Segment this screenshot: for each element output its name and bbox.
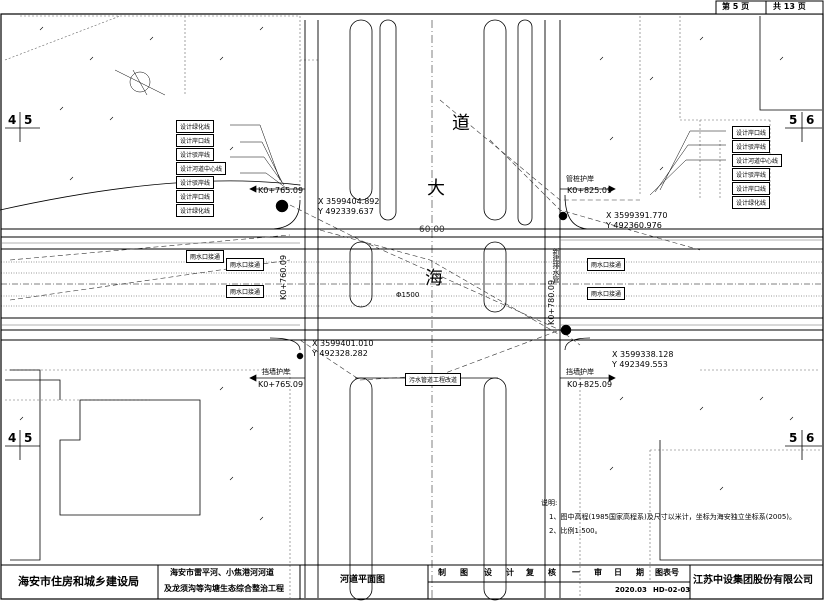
role-ji: 计: [506, 568, 514, 577]
coord-sw-y: Y 492328.282: [312, 349, 368, 358]
station-vertical-right: K0+780.09: [547, 279, 556, 325]
legend-left-item: 设计岸口线: [176, 134, 215, 147]
coord-ne-x: X 3599391.770: [606, 211, 668, 220]
note-1: 1、图中高程(1985国家高程系)及尺寸以米计，坐标为海安独立坐标系(2005)…: [549, 513, 797, 521]
legend-left-item: 设计岸口线: [176, 190, 215, 203]
match-mark-left-b: 5: [24, 113, 33, 127]
pipe-diameter: Φ1500: [396, 291, 420, 299]
legend-left-item: 设计驳岸线: [176, 176, 215, 189]
legend-left-item: 设计河道中心线: [176, 162, 227, 175]
role-tubiaohao: 图表号: [655, 568, 679, 577]
legend-right-item: 设计岸口线: [732, 126, 771, 139]
legend-left-item: 设计绿化线: [176, 120, 215, 133]
chainage-ne: K0+825.09: [567, 186, 613, 195]
chainage-sw: K0+765.09: [258, 380, 304, 389]
note-2: 2、比例1:500。: [549, 527, 602, 535]
outlet-label-4: 雨水口接通: [587, 258, 626, 271]
role-zhi: 制: [438, 568, 446, 577]
road-width-label: 60.00: [419, 225, 445, 235]
legend-right-item: 设计河道中心线: [732, 154, 783, 167]
company-name: 江苏中设集团股份有限公司: [693, 575, 813, 586]
wall-label-se: 挡墙护岸: [566, 368, 594, 376]
match-mark-right-a: 5: [789, 113, 798, 127]
legend-right-item: 设计驳岸线: [732, 168, 771, 181]
outlet-label-5: 雨水口接通: [587, 287, 626, 300]
page-total: 共 13 页: [773, 2, 806, 11]
project-name-line1: 海安市雷平河、小焦港河河道: [170, 568, 274, 577]
notes-title: 说明:: [541, 499, 558, 507]
drawing-title: 河道平面图: [340, 575, 386, 585]
role-ri: 日: [614, 568, 622, 577]
match-mark-right-c: 5: [789, 431, 798, 445]
legend-left-item: 设计驳岸线: [176, 148, 215, 161]
project-name-line2: 及龙须沟等沟塘生态综合整治工程: [164, 584, 284, 593]
vertical-pipe-label: 新建排水管: [552, 248, 560, 283]
station-vertical-left: K0+760.09: [279, 254, 288, 300]
chainage-se: K0+825.09: [567, 380, 613, 389]
owner-name: 海安市住房和城乡建设局: [18, 575, 139, 588]
drawing-number: HD-02-03: [653, 586, 691, 594]
legend-right-item: 设计岸口线: [732, 182, 771, 195]
road-name-char-2: 大: [427, 178, 445, 199]
match-mark-right-d: 6: [806, 431, 815, 445]
legend-right-item: 设计绿化线: [732, 196, 771, 209]
role-he: 核: [548, 568, 556, 577]
drawing-date: 2020.03: [615, 586, 647, 594]
match-mark-left-c: 4: [8, 431, 17, 445]
role-qi: 期: [636, 568, 644, 577]
sewer-label: 污水管道工程改道: [405, 373, 462, 386]
road-name-char-1: 道: [452, 113, 470, 134]
role-fu: 复: [526, 568, 534, 577]
role-tu: 图: [460, 568, 468, 577]
match-mark-right-b: 6: [806, 113, 815, 127]
coord-nw-x: X 3599404.892: [318, 197, 380, 206]
road-name-char-3: 海: [425, 268, 443, 289]
role-she: 设: [484, 568, 492, 577]
page-number: 第 5 页: [722, 2, 750, 11]
wall-label-sw: 挡墙护岸: [262, 368, 290, 376]
chainage-nw: K0+765.09: [258, 186, 304, 195]
wall-label-ne: 管桩护岸: [566, 175, 594, 183]
match-mark-left-d: 5: [24, 431, 33, 445]
coord-nw-y: Y 492339.637: [318, 207, 374, 216]
match-mark-left-a: 4: [8, 113, 17, 127]
coord-se-x: X 3599338.128: [612, 350, 674, 359]
outlet-label-2: 雨水口接通: [226, 258, 265, 271]
coord-ne-y: Y 492360.976: [606, 221, 662, 230]
role-yi: 一: [572, 568, 580, 577]
coord-sw-x: X 3599401.010: [312, 339, 374, 348]
legend-left-item: 设计绿化线: [176, 204, 215, 217]
legend-right-item: 设计驳岸线: [732, 140, 771, 153]
coord-se-y: Y 492349.553: [612, 360, 668, 369]
outlet-label-1: 雨水口接通: [186, 250, 225, 263]
outlet-label-3: 雨水口接通: [226, 285, 265, 298]
role-shen: 审: [594, 568, 602, 577]
